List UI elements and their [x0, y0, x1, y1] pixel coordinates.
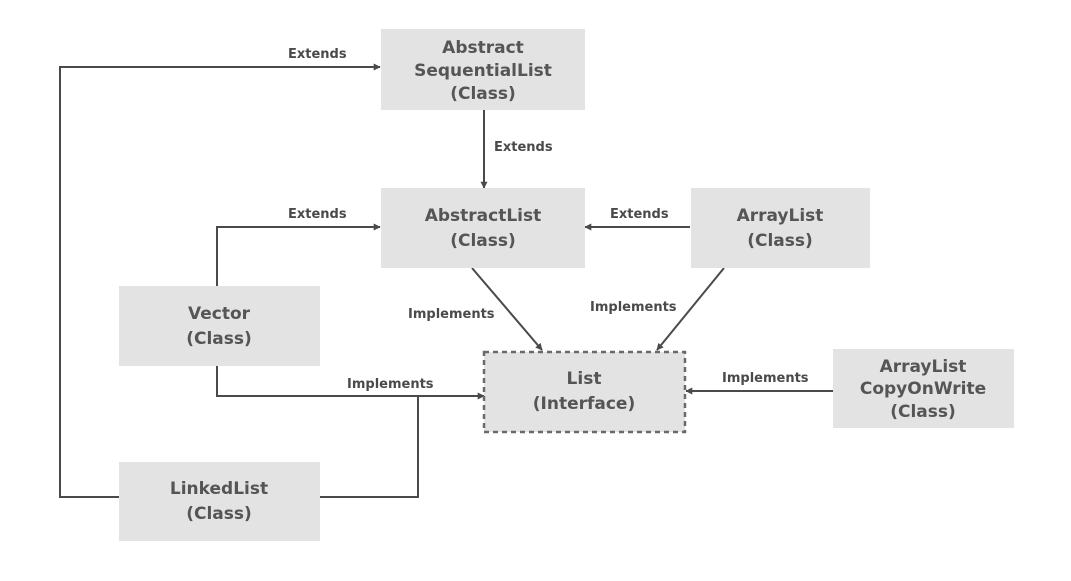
- edge-label-vector-extends-abstract-list: Extends: [288, 207, 347, 222]
- node-abstract-sequential-list-line-1: Abstract: [442, 38, 524, 58]
- edge-label-abstract-sequential-list-extends-abstract-list: Extends: [494, 140, 553, 155]
- node-list-line-2: (Interface): [533, 394, 635, 414]
- edge-label-abstract-list-implements-list: Implements: [408, 307, 495, 322]
- node-vector-line-2: (Class): [186, 329, 252, 349]
- node-abstract-list-line-2: (Class): [450, 231, 516, 251]
- node-vector: Vector (Class): [119, 286, 320, 366]
- edge-linked-list-extends-abstract-sequential-list: [59, 63, 381, 498]
- node-abstract-sequential-list-line-3: (Class): [450, 84, 516, 104]
- edges: Extends Extends Extends Extends Implemen…: [59, 47, 833, 498]
- node-list-box: [482, 350, 687, 434]
- node-abstract-sequential-list-box: [381, 29, 585, 110]
- node-abstract-list: AbstractList (Class): [381, 188, 585, 268]
- edge-vector-implements-list: [216, 366, 485, 400]
- node-array-list-copy-on-write-box: [833, 349, 1014, 428]
- edge-abstract-list-implements-list: [471, 267, 543, 351]
- node-array-list-box: [691, 188, 870, 268]
- node-abstract-sequential-list: Abstract SequentialList (Class): [381, 29, 585, 110]
- edge-label-array-list-extends-abstract-list: Extends: [610, 207, 669, 222]
- edge-linked-list-implements-list: [320, 396, 419, 498]
- node-linked-list: LinkedList (Class): [119, 462, 320, 541]
- nodes: Abstract SequentialList (Class) Abstract…: [119, 29, 1014, 541]
- node-array-list-copy-on-write: ArrayList CopyOnWrite (Class): [833, 349, 1014, 428]
- node-array-list: ArrayList (Class): [691, 188, 870, 268]
- node-array-list-copy-on-write-line-2: CopyOnWrite: [860, 379, 986, 399]
- node-abstract-sequential-list-line-2: SequentialList: [414, 61, 552, 81]
- node-abstract-list-box: [381, 188, 585, 268]
- node-list-line-1: List: [567, 369, 602, 389]
- node-vector-line-1: Vector: [188, 304, 251, 324]
- node-linked-list-line-2: (Class): [186, 504, 252, 524]
- edge-label-array-list-copy-on-write-implements-list: Implements: [722, 371, 809, 386]
- node-abstract-list-line-1: AbstractList: [425, 206, 542, 226]
- edge-label-linked-list-extends-abstract-sequential-list: Extends: [288, 47, 347, 62]
- node-linked-list-box: [119, 462, 320, 541]
- edge-label-vector-implements-list: Implements: [347, 377, 434, 392]
- node-vector-box: [119, 286, 320, 366]
- node-linked-list-line-1: LinkedList: [170, 479, 268, 499]
- node-list: List (Interface): [482, 350, 687, 434]
- node-array-list-line-2: (Class): [747, 231, 813, 251]
- edge-label-array-list-implements-list: Implements: [590, 300, 677, 315]
- node-array-list-line-1: ArrayList: [737, 206, 824, 226]
- node-array-list-copy-on-write-line-3: (Class): [890, 402, 956, 422]
- node-array-list-copy-on-write-line-1: ArrayList: [880, 357, 967, 377]
- edge-array-list-implements-list: [656, 267, 725, 351]
- edge-vector-extends-abstract-list: [216, 223, 381, 286]
